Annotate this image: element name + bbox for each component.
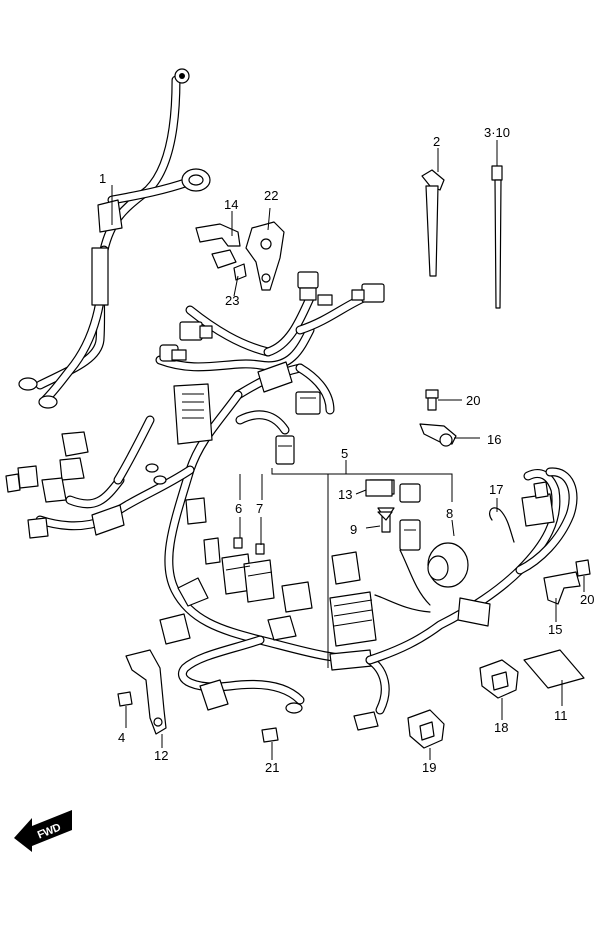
fuse-relay-block <box>159 537 379 731</box>
part-4-bolt <box>117 691 133 728</box>
part-19-clamp <box>407 709 445 760</box>
callout-2: 2 <box>433 134 440 149</box>
callout-11: 11 <box>554 708 568 723</box>
part-12-bracket <box>125 649 167 748</box>
part-2-clamp-tie <box>421 148 445 277</box>
part-right-connector <box>521 481 555 527</box>
main-wire-harness <box>35 290 578 715</box>
callout-21: 21 <box>265 760 279 775</box>
part-11-sheet <box>523 649 585 706</box>
callout-6: 6 <box>235 501 242 516</box>
callout-19: 19 <box>422 760 436 775</box>
part-16-clamp <box>419 423 480 447</box>
fwd-arrow-icon: FWD <box>14 810 72 852</box>
part-23-bolt <box>233 263 247 297</box>
callout-9: 9 <box>350 522 357 537</box>
harness-connectors-left <box>5 383 221 565</box>
harness-connectors-upper <box>159 271 385 465</box>
callout-18: 18 <box>494 720 508 735</box>
part-13-relay-cover <box>355 479 393 497</box>
part-20-bolt-upper <box>425 389 462 411</box>
callout-22: 22 <box>264 188 278 203</box>
callout-15: 15 <box>548 622 562 637</box>
callout-23: 23 <box>225 293 239 308</box>
callout-17: 17 <box>489 482 503 497</box>
callout-14: 14 <box>224 197 238 212</box>
callout-3-10: 3·10 <box>484 125 510 140</box>
callout-20-upper: 20 <box>466 393 480 408</box>
part-14-bracket <box>195 211 241 269</box>
part-17-clip <box>488 498 515 543</box>
part-21-bolt <box>261 727 279 760</box>
callout-7: 7 <box>256 501 263 516</box>
part-20-bolt-right <box>575 559 591 592</box>
part-3-10-cable-tie <box>491 140 503 309</box>
callout-4: 4 <box>118 730 125 745</box>
callout-13: 13 <box>338 487 352 502</box>
callout-1: 1 <box>99 171 106 186</box>
part-1-battery-cable <box>18 68 211 409</box>
callout-20-right: 20 <box>580 592 594 607</box>
callout-16: 16 <box>487 432 501 447</box>
callout-8: 8 <box>446 506 453 521</box>
part-18-clamp <box>479 659 519 720</box>
part-15-bracket <box>543 571 581 622</box>
part-22-bracket <box>245 207 285 291</box>
callout-5: 5 <box>341 446 348 461</box>
part-9-sensor <box>365 511 393 529</box>
callout-12: 12 <box>154 748 168 763</box>
